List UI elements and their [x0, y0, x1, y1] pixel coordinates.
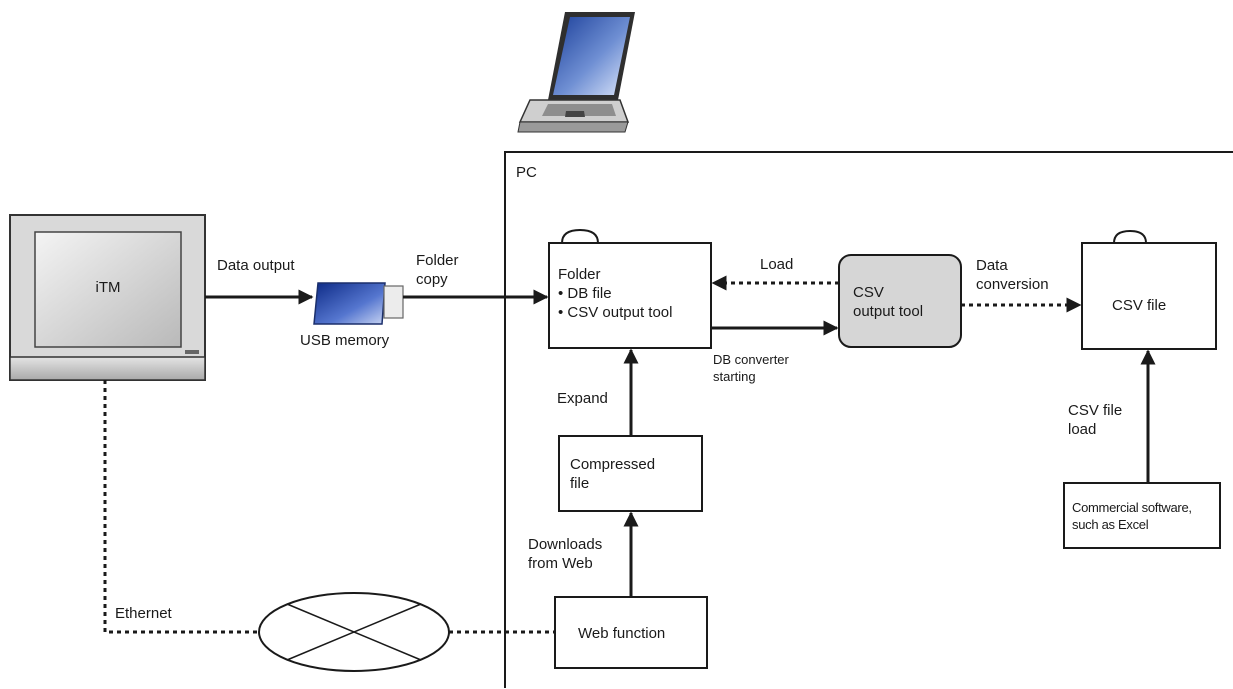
commercial-software-box: [1063, 482, 1221, 549]
pc-label: PC: [516, 164, 537, 181]
commercial-software-text: Commercial software, such as Excel: [1072, 500, 1192, 532]
compressed-file-text: Compressed file: [570, 456, 656, 492]
folder-copy-label: Folder copy: [416, 252, 459, 288]
csv-tool-text: CSV output tool: [853, 284, 924, 320]
usb-memory-label: USB memory: [300, 332, 390, 349]
ethernet-label: Ethernet: [115, 605, 172, 622]
downloads-label: Downloads from Web: [528, 536, 603, 572]
pc-region-frame: [504, 151, 1233, 688]
web-function-text: Web function: [578, 625, 666, 642]
usb-memory-icon: [313, 282, 404, 325]
laptop-icon: [517, 12, 635, 133]
csv-tool-box: [838, 254, 962, 348]
folder-box-text: Folder • DB file • CSV output tool: [558, 266, 673, 321]
ethernet-line: [103, 380, 259, 634]
data-conversion-label: Data conversion: [976, 257, 1049, 293]
csv-file-load-label: CSV file load: [1068, 402, 1123, 438]
compressed-file-box: [558, 435, 703, 512]
expand-label: Expand: [557, 390, 608, 407]
db-converter-label: DB converter starting: [713, 352, 789, 384]
csv-file-text: CSV file: [1112, 297, 1167, 314]
csv-file-box: [1081, 229, 1217, 350]
folder-box: [548, 228, 712, 349]
load-label: Load: [760, 256, 794, 273]
network-icon: [258, 592, 450, 672]
data-output-label: Data output: [217, 257, 295, 274]
itm-label: iTM: [95, 279, 121, 296]
monitor-icon: [9, 214, 206, 381]
